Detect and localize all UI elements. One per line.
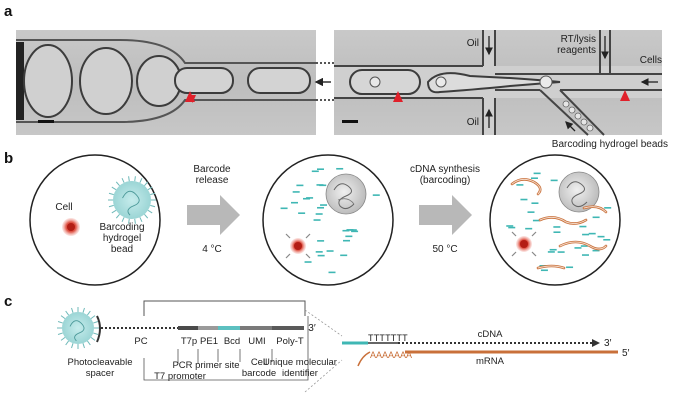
- barcoding-beads-label: Barcoding hydrogel beads: [552, 139, 668, 150]
- polyt-sequence: TTTTTTT: [368, 333, 408, 343]
- process-arrow: [419, 195, 472, 235]
- label-t7p: T7p: [181, 336, 197, 347]
- barcoding-bead-small: [57, 307, 99, 349]
- panel-b-letter: b: [4, 150, 13, 167]
- cell-label: Cell: [55, 202, 72, 213]
- label-mrna: mRNA: [476, 356, 505, 367]
- red-arrowhead: [185, 91, 195, 102]
- barcoding-bead: [108, 176, 156, 224]
- mrna-five-prime: 5′: [622, 348, 630, 359]
- panel-c-letter: c: [4, 293, 12, 310]
- label-cdna: cDNA: [478, 329, 503, 340]
- segment-pe1: [198, 326, 218, 330]
- process-arrow: [187, 195, 240, 235]
- cell: [62, 218, 80, 236]
- bead-arrow: [565, 121, 576, 132]
- droplet-encapsulation: [29, 154, 161, 286]
- segment-polyt: [272, 326, 304, 330]
- lysed-cell: [511, 231, 537, 257]
- droplet-released: [262, 154, 394, 286]
- label-bcd: Bcd: [224, 336, 240, 347]
- segment-umi: [240, 326, 272, 330]
- temp-4c: 4 °C: [202, 244, 222, 255]
- cdna-three-prime: 3′: [604, 338, 612, 349]
- panel-a-letter: a: [4, 3, 13, 20]
- label-pcr-primer: PCR primer site: [172, 360, 239, 371]
- scale-bar: [38, 120, 54, 123]
- micrograph-left: [16, 30, 316, 135]
- hydrogel-nucleus: [558, 171, 600, 213]
- red-arrowhead: [620, 90, 630, 101]
- hydrogel-nucleus: [325, 173, 367, 215]
- label-pc: PC: [134, 336, 147, 347]
- micrograph-right: [334, 30, 662, 136]
- label-umi: UMI: [248, 336, 265, 347]
- barcode-fragments: [280, 167, 380, 274]
- red-arrowhead: [393, 91, 403, 102]
- segment-t7p: [178, 326, 198, 330]
- three-prime-end: 3′: [308, 323, 316, 334]
- segment-bcd: [218, 326, 240, 330]
- label-polyt: Poly-T: [276, 336, 304, 347]
- oligo-bracket: [143, 300, 306, 316]
- cdna-synthesis-label: cDNA synthesis(barcoding): [410, 164, 480, 186]
- cells-label: Cells: [640, 55, 662, 66]
- lysed-cell: [285, 233, 311, 259]
- bead-linker: [96, 315, 101, 343]
- temp-50c: 50 °C: [432, 244, 457, 255]
- barcode-fragments: [506, 172, 612, 272]
- oil-bottom-label: Oil: [467, 117, 479, 128]
- polya-sequence: AAAAAAA: [370, 350, 412, 360]
- label-t7-promoter: T7 promoter: [154, 371, 206, 382]
- oil-top-label: Oil: [467, 38, 479, 49]
- scale-bar: [342, 120, 358, 123]
- label-pe1: PE1: [200, 336, 218, 347]
